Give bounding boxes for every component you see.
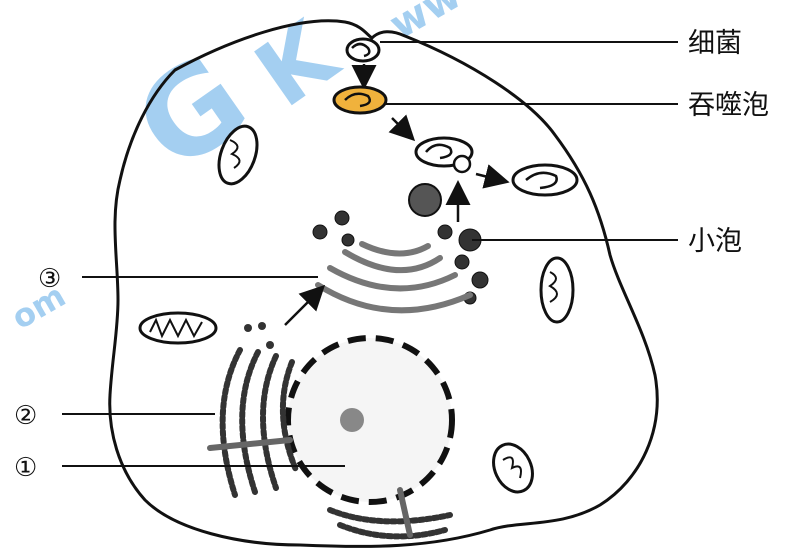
label-bacteria: 细菌 [688,28,742,59]
nucleolus [340,408,364,432]
phagosome [334,87,386,113]
golgi-apparatus [318,244,470,310]
nucleus [288,338,452,502]
arrow-er-to-golgi [285,292,318,325]
mitochondrion-lower-right [486,438,540,499]
label-vesicle: 小泡 [688,226,742,257]
arrow-to-digest [476,174,500,180]
mitochondrion-left [140,313,216,343]
label-golgi-number: ③ [38,264,61,294]
bacterium [347,39,379,61]
mitochondrion-right [541,258,573,322]
lysosome [409,184,441,216]
label-er-number: ② [14,401,37,431]
arrow-to-fusion [392,118,408,134]
transport-vesicles [244,322,274,349]
label-nucleus-number: ① [14,453,37,483]
fusing-vesicle [416,138,472,172]
label-phagosome: 吞噬泡 [688,90,769,121]
digestion-vesicle [513,165,577,195]
